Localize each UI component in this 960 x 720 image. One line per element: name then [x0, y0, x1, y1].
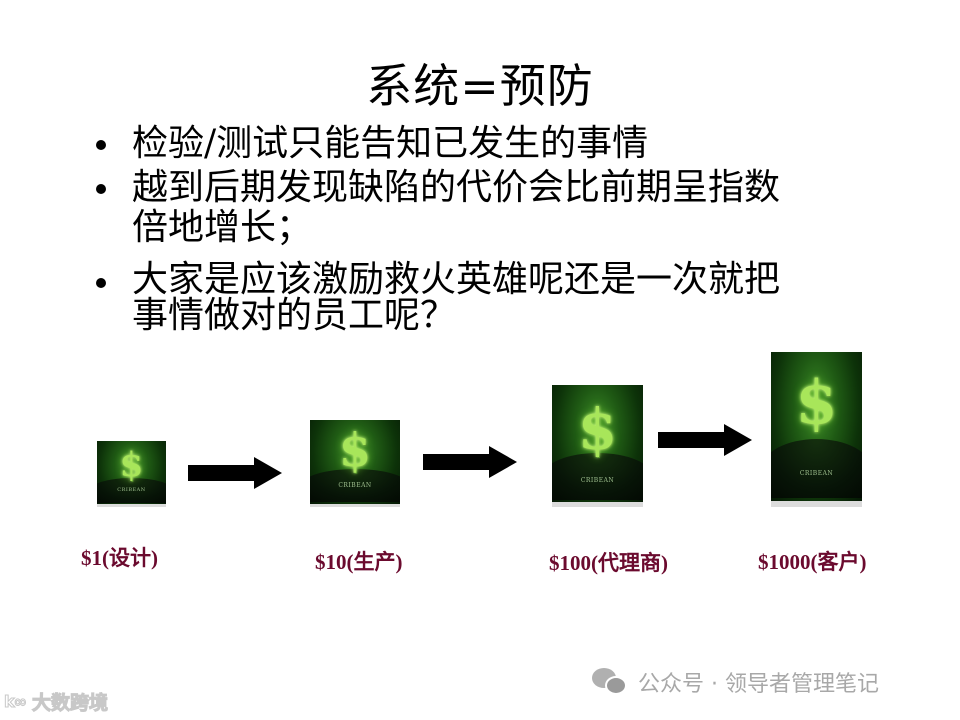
dollar-poster-icon: $ CRIBEAN: [771, 352, 862, 507]
bullet-item: 大家是应该激励救火英雄呢还是一次就把 事情做对的员工呢？: [96, 262, 916, 334]
bullet-line: 大家是应该激励救火英雄呢还是一次就把: [132, 259, 781, 300]
corner-watermark-text: 大数跨境: [31, 692, 108, 715]
brand-logo-icon: k∞: [4, 692, 28, 712]
bullet-list: 检验/测试只能告知已发生的事情 越到后期发现缺陷的代价会比前期呈指数 倍地增长；…: [96, 124, 916, 334]
wechat-watermark: 公众号 · 领导者管理笔记: [592, 666, 879, 698]
bullet-line: 检验/测试只能告知已发生的事情: [132, 123, 649, 164]
right-arrow-icon: [423, 446, 517, 478]
cost-label-customer: $1000(客户): [758, 550, 867, 574]
dollar-poster-icon: $ CRIBEAN: [552, 385, 643, 507]
bullet-line: 倍地增长；: [132, 207, 313, 248]
bullet-dot-icon: [96, 278, 106, 288]
cost-label-distributor: $100(代理商): [549, 551, 668, 575]
right-arrow-icon: [658, 424, 752, 456]
bullet-item: 检验/测试只能告知已发生的事情: [96, 124, 916, 164]
bullet-line: 事情做对的员工呢？: [132, 295, 457, 336]
cost-label-production: $10(生产): [315, 550, 403, 574]
wechat-icon: [592, 668, 628, 696]
slide-title: 系统=预防: [366, 59, 594, 113]
corner-watermark: k∞ 大数跨境: [4, 688, 109, 715]
cost-label-design: $1(设计): [81, 546, 158, 570]
bullet-item: 越到后期发现缺陷的代价会比前期呈指数 倍地增长；: [96, 168, 916, 248]
bullet-line: 越到后期发现缺陷的代价会比前期呈指数: [132, 167, 781, 208]
bullet-dot-icon: [96, 140, 106, 150]
bullet-dot-icon: [96, 184, 106, 194]
dollar-poster-icon: $ CRIBEAN: [97, 441, 166, 507]
dollar-poster-icon: $ CRIBEAN: [310, 420, 400, 507]
wechat-watermark-text: 公众号 · 领导者管理笔记: [638, 672, 879, 697]
right-arrow-icon: [188, 457, 282, 489]
